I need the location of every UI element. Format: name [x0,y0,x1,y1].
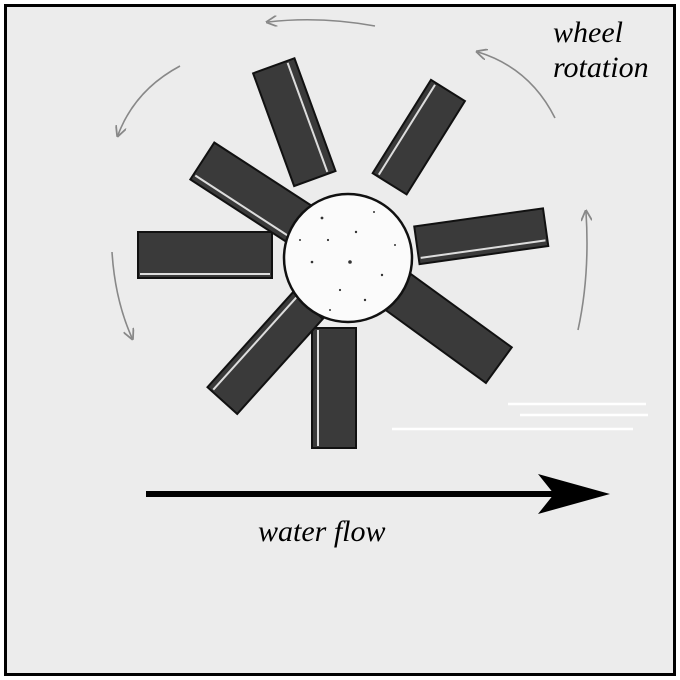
paddle [137,231,273,279]
water-flow-arrow [146,474,610,514]
rotation-arrows [111,20,587,338]
wheel-rotation-label-line2: rotation [553,50,649,84]
paddle [371,78,467,196]
wheel-paddles [137,56,550,449]
rotation-arrow-upper-right [478,52,556,119]
paddle-rib [377,84,436,176]
rotation-arrow-top [268,20,376,26]
wheel-rotation-label-line1: wheel [553,16,623,49]
paddle [206,290,325,416]
rotation-arrow-right [577,212,587,331]
water-flow-label: water flow [258,515,386,548]
rotation-arrow-upper-left [118,65,181,135]
wheel-rotation-label: wheel rotation [553,16,649,85]
paddle [311,327,357,449]
paddle [413,207,550,266]
paddle-rib [420,239,546,259]
water-surface-lines [392,402,648,431]
paddle-rib [286,62,329,173]
wheel-hub [282,192,414,324]
paddle [251,56,337,188]
rotation-arrow-left [111,251,132,338]
paddle-rib [212,296,298,391]
paddle-rib [194,174,292,239]
